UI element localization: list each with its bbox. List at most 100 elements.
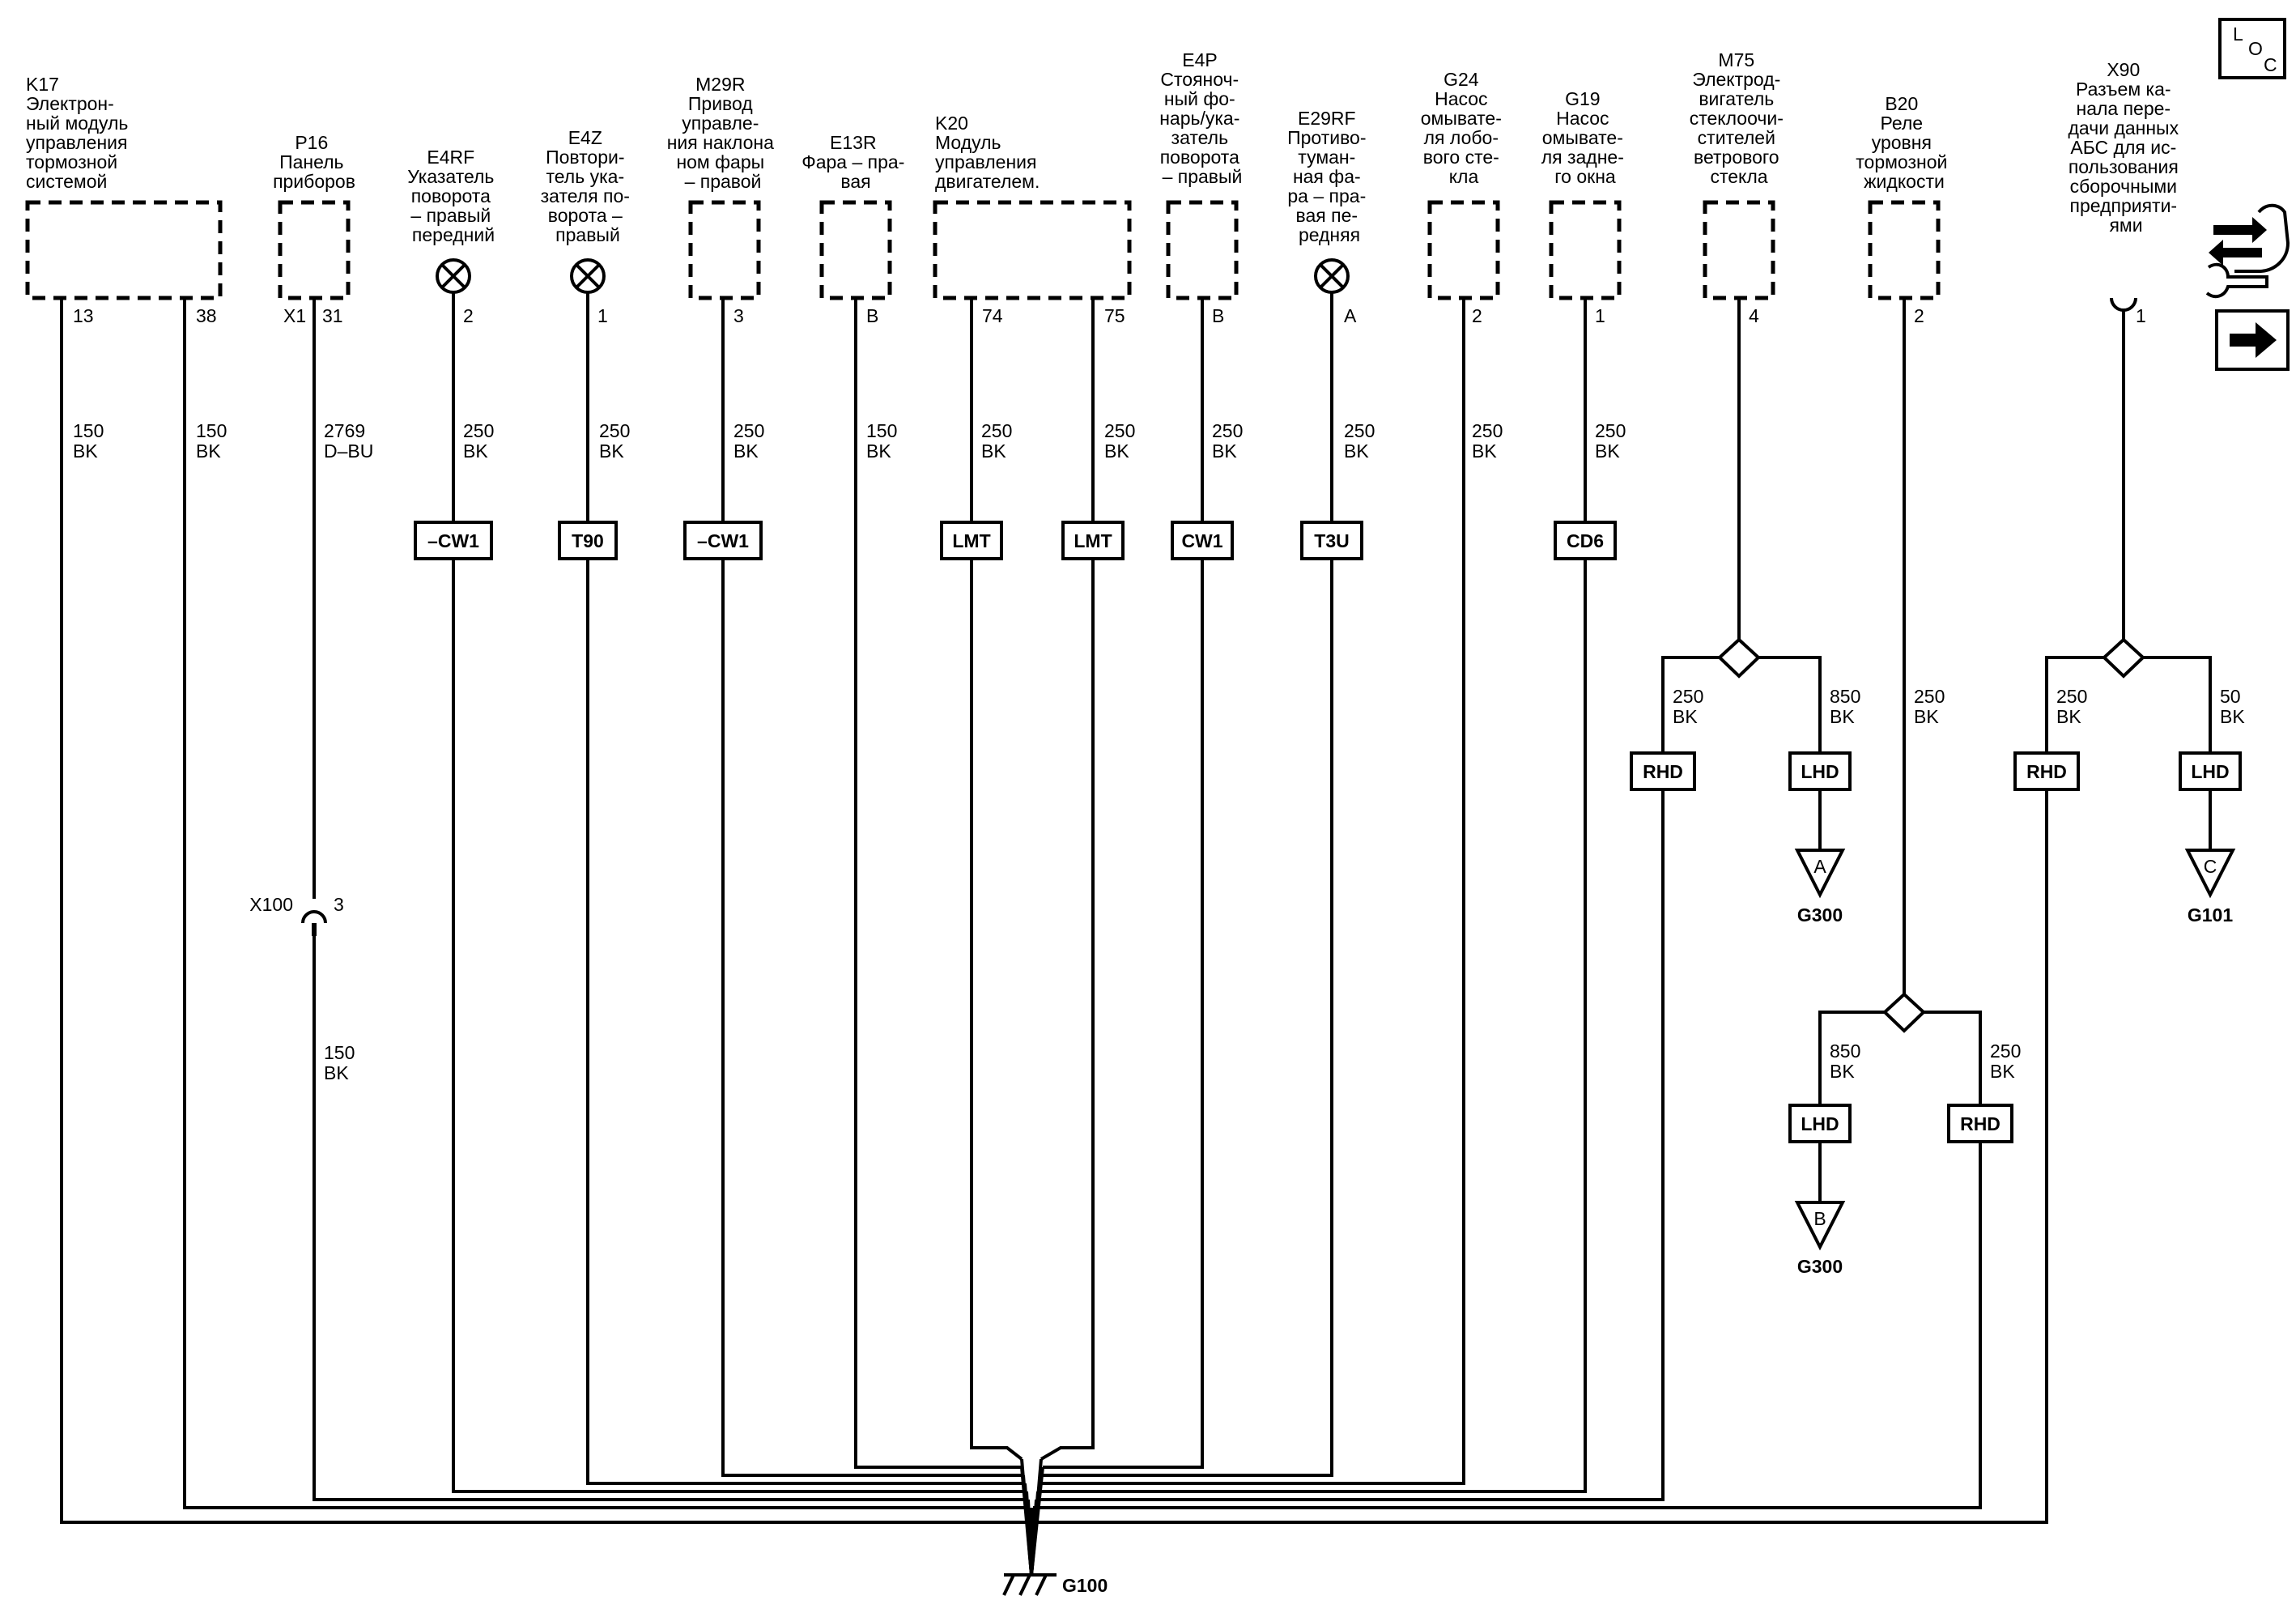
loc-button[interactable]: L O C xyxy=(2218,18,2286,79)
splice-x90-icon xyxy=(2102,637,2145,679)
wire-b20-rhd-upper xyxy=(1924,1011,1982,1105)
p16-title: P16 Панель приборов xyxy=(273,132,355,192)
wire-m29r-lower xyxy=(721,559,1023,1477)
svg-text:RHD: RHD xyxy=(1960,1113,2000,1134)
splices xyxy=(1717,637,2145,1033)
svg-text:LHD: LHD xyxy=(1801,761,1839,782)
option-box: CD6 xyxy=(1554,521,1617,560)
wire-k17-13 xyxy=(60,298,1031,1524)
option-box: T3U xyxy=(1300,521,1363,560)
x100-connector: X100 3 xyxy=(249,894,344,936)
k17-title: K17 Электрон- ный модуль управления торм… xyxy=(26,74,134,192)
g24-box xyxy=(1427,200,1500,300)
g19-title: G19 Насос омывате- ля задне- го окна xyxy=(1541,88,1630,187)
wire-k17-38 xyxy=(183,298,1030,1509)
wire-g24 xyxy=(1040,298,1465,1485)
pin-m29r-3: 3 xyxy=(733,305,744,326)
b20-box xyxy=(1868,200,1941,300)
wire-b20-rhd-lower xyxy=(1033,1142,1982,1509)
svg-text:CW1: CW1 xyxy=(1181,530,1222,551)
wire-e13r xyxy=(854,298,1022,1469)
option-box: LHD xyxy=(1788,751,1852,791)
svg-text:G300: G300 xyxy=(1797,904,1843,926)
pin-k17-38: 38 xyxy=(196,305,217,326)
m29r-box xyxy=(688,200,761,300)
x100-connector-icon xyxy=(301,910,327,924)
g19-box xyxy=(1549,200,1622,300)
wire-x90-rhd-upper xyxy=(2045,656,2104,753)
g24-title: G24 Насос омывате- ля лобо- вого сте- кл… xyxy=(1421,69,1507,187)
option-box: LHD xyxy=(1788,1104,1852,1143)
e29rf-bulb-icon xyxy=(1314,258,1350,294)
pin-e13r-b: B xyxy=(866,305,878,326)
pin-k20-74: 74 xyxy=(982,305,1003,326)
x90-connector-icon xyxy=(2110,297,2137,312)
splice-m75-icon xyxy=(1717,637,1761,679)
option-box: LMT xyxy=(1061,521,1125,560)
k20-title: K20 Модуль управления двигателем. xyxy=(935,113,1042,192)
option-box: –CW1 xyxy=(414,521,493,560)
svg-text:A: A xyxy=(1813,856,1826,877)
option-box: RHD xyxy=(1630,751,1696,791)
option-box: LMT xyxy=(940,521,1003,560)
k17-box xyxy=(25,200,223,300)
svg-text:LMT: LMT xyxy=(1074,530,1112,551)
wire-e4z-lower xyxy=(586,559,1025,1485)
wire-b20-lhd-upper xyxy=(1818,1011,1885,1105)
wire-e29rf-lower xyxy=(1041,559,1333,1477)
ground-ref-c: C G101 xyxy=(2184,849,2236,926)
pin-x90-1: 1 xyxy=(2136,305,2146,326)
pin-e29rf-a: A xyxy=(1344,305,1357,326)
e13r-title: E13R Фара – пра- вая xyxy=(801,132,910,192)
wire-e4p-lower xyxy=(1043,559,1204,1469)
wire-m75-rhd-upper xyxy=(1661,656,1720,753)
wire-k20-75-lower xyxy=(1040,559,1095,1461)
arrow-right-icon[interactable] xyxy=(2215,309,2290,371)
svg-text:G101: G101 xyxy=(2188,904,2233,926)
option-box: RHD xyxy=(2013,751,2080,791)
svg-text:O: O xyxy=(2248,38,2263,59)
pin-p16-31: 31 xyxy=(322,305,343,326)
e13r-box xyxy=(819,200,892,300)
pin-labels: 13 38 X1 31 2 1 3 B 74 75 B A 2 1 4 2 1 xyxy=(73,305,2146,326)
m75-box xyxy=(1703,200,1775,300)
wire-m75-lhd-upper xyxy=(1758,656,1822,753)
svg-text:C: C xyxy=(2264,54,2277,75)
e4rf-title: E4RF Указатель поворота – правый передни… xyxy=(407,147,500,245)
wires xyxy=(60,292,2212,1576)
e4z-bulb-icon xyxy=(570,258,606,294)
e4z-title: E4Z Повтори- тель ука- зателя по- ворота… xyxy=(541,127,636,245)
g100-label: G100 xyxy=(1062,1575,1108,1596)
e4p-box xyxy=(1166,200,1239,300)
m29r-title: M29R Привод управле- ния наклона ном фар… xyxy=(667,74,780,192)
svg-text:L: L xyxy=(2233,23,2243,45)
svg-text:LHD: LHD xyxy=(1801,1113,1839,1134)
ground-fan xyxy=(1020,1458,1044,1576)
tools-icon[interactable] xyxy=(2205,203,2290,299)
b20-title: B20 Реле уровня тормозной жидкости xyxy=(1856,93,1952,192)
k20-box xyxy=(933,200,1132,300)
option-box: RHD xyxy=(1947,1104,2013,1143)
pin-g24-2: 2 xyxy=(1472,305,1482,326)
svg-text:B: B xyxy=(1813,1208,1826,1229)
svg-text:CD6: CD6 xyxy=(1567,530,1604,551)
svg-text:–CW1: –CW1 xyxy=(697,530,749,551)
svg-text:C: C xyxy=(2204,856,2217,877)
option-box: LHD xyxy=(2179,751,2242,791)
ground-refs: A G300 C G101 B G300 xyxy=(1794,849,2236,1277)
wire-x90-rhd-lower xyxy=(1033,789,2048,1524)
